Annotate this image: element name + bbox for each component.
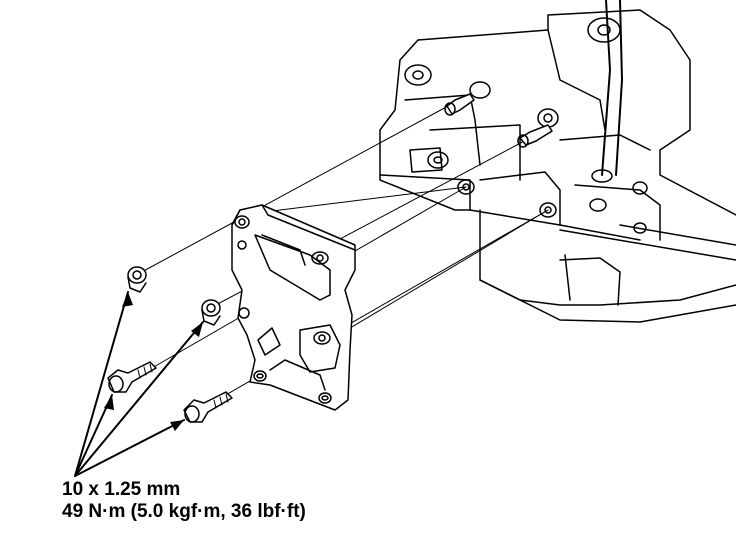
flange-nut-icon (127, 266, 147, 293)
bolt-size-label: 10 x 1.25 mm (62, 479, 181, 500)
flange-bolt-icon (107, 361, 157, 393)
engine-block-illustration (379, 0, 736, 323)
flange-bolt-icon (517, 124, 553, 148)
flange-bolt-icon (183, 391, 233, 423)
torque-spec-label: 49 N·m (5.0 kgf·m, 36 lbf·ft) (62, 501, 306, 522)
flange-nut-icon (201, 299, 221, 326)
mounting-bracket-illustration (231, 204, 356, 411)
callout-arrowheads (104, 292, 203, 431)
flange-bolt-icon (444, 93, 475, 116)
callout-leader-lines (74, 291, 204, 477)
